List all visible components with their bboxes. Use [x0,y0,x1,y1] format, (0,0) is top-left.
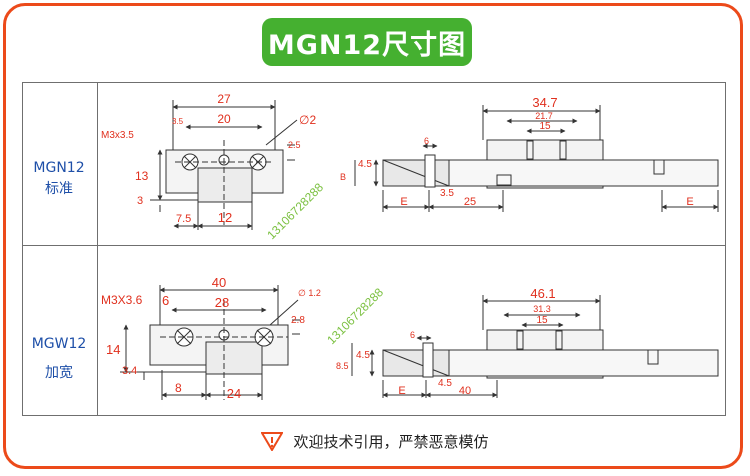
dim-side-offset: 8 [175,381,182,395]
dim-top-gap: 2.8 [291,315,305,326]
dim-oil-hole: ∅ 1.2 [298,288,321,298]
front-labels-row2: 40 28 6 M3X3.6 ∅ 1.2 2.8 14 3.4 8 24 [101,275,321,401]
dim-b: B [340,172,346,182]
model-label-row2: MGW12 加宽 [22,336,96,382]
dim-hole-edge: 3.5 [172,117,184,126]
dim-rail-h: 4.5 [358,159,372,170]
model-name: MGN12 [33,160,85,176]
side-view-row1 [354,105,719,212]
dim-bolt-offset: 4.5 [438,378,452,389]
table-column-divider [97,83,98,415]
dim-height: 14 [106,342,120,357]
front-view-row2 [120,285,300,400]
dim-nut: 6 [424,136,429,146]
dim-bolt-offset: 3.5 [440,188,454,199]
dim-pitch-rail: 40 [459,385,471,397]
side-view-row2 [351,295,719,398]
dim-rail-width: 12 [218,210,232,225]
dim-width: 40 [212,275,226,290]
dim-hole-edge: 6 [162,293,169,308]
dim-width: 27 [217,92,231,106]
dim-hole-pitch: 28 [215,295,229,310]
dim-end-e2: E [686,196,693,208]
front-labels-row1: 27 20 3.5 M3x3.5 ∅2 2.5 13 3 7.5 12 [101,92,316,225]
watermark-phone-row2: 13106728288 [324,285,386,347]
table-row-divider [23,245,725,246]
page-title: MGN12尺寸图 [262,18,472,66]
dim-pitch: 15 [539,121,551,132]
model-label-row1: MGN12 标准 [22,160,96,198]
warning-icon [261,432,284,451]
model-type: 加宽 [45,365,73,381]
dim-screw: M3X3.6 [101,293,143,307]
dim-total-h: 8.5 [336,361,349,371]
side-labels-row1: 34.7 21.7 15 4.5 B 6 3.5 25 E E [340,95,694,208]
dim-block-length: 46.1 [530,286,555,301]
dim-body-length: 21.7 [535,111,553,121]
dim-end-e: E [400,196,407,208]
dim-block-length: 34.7 [532,95,557,110]
dim-rail-h: 4.5 [356,350,370,361]
side-labels-row2: 46.1 31.3 15 4.5 8.5 6 4.5 40 E [336,286,556,397]
footer-text: 欢迎技术引用，严禁恶意模仿 [293,432,489,451]
dim-rail-width: 24 [227,386,241,401]
dim-pitch-rail: 25 [464,196,476,208]
dim-height: 13 [135,169,149,183]
dim-screw: M3x3.5 [101,130,134,141]
front-view-row1 [150,100,298,230]
dim-hole-pitch: 20 [217,112,231,126]
model-name: MGW12 [31,336,87,352]
dim-top-gap: 2.5 [288,140,301,150]
dim-pitch: 15 [536,315,548,326]
dim-oil-hole: ∅2 [299,113,316,127]
dim-rail-height: 3 [137,195,143,207]
dim-end-e: E [398,385,405,397]
dim-side-offset: 7.5 [176,213,191,225]
model-type: 标准 [45,181,73,197]
dim-rail-height: 3.4 [122,365,137,377]
dim-nut: 6 [410,330,415,340]
dim-body-length: 31.3 [533,304,551,314]
footer-notice: 欢迎技术引用，严禁恶意模仿 [0,426,750,456]
